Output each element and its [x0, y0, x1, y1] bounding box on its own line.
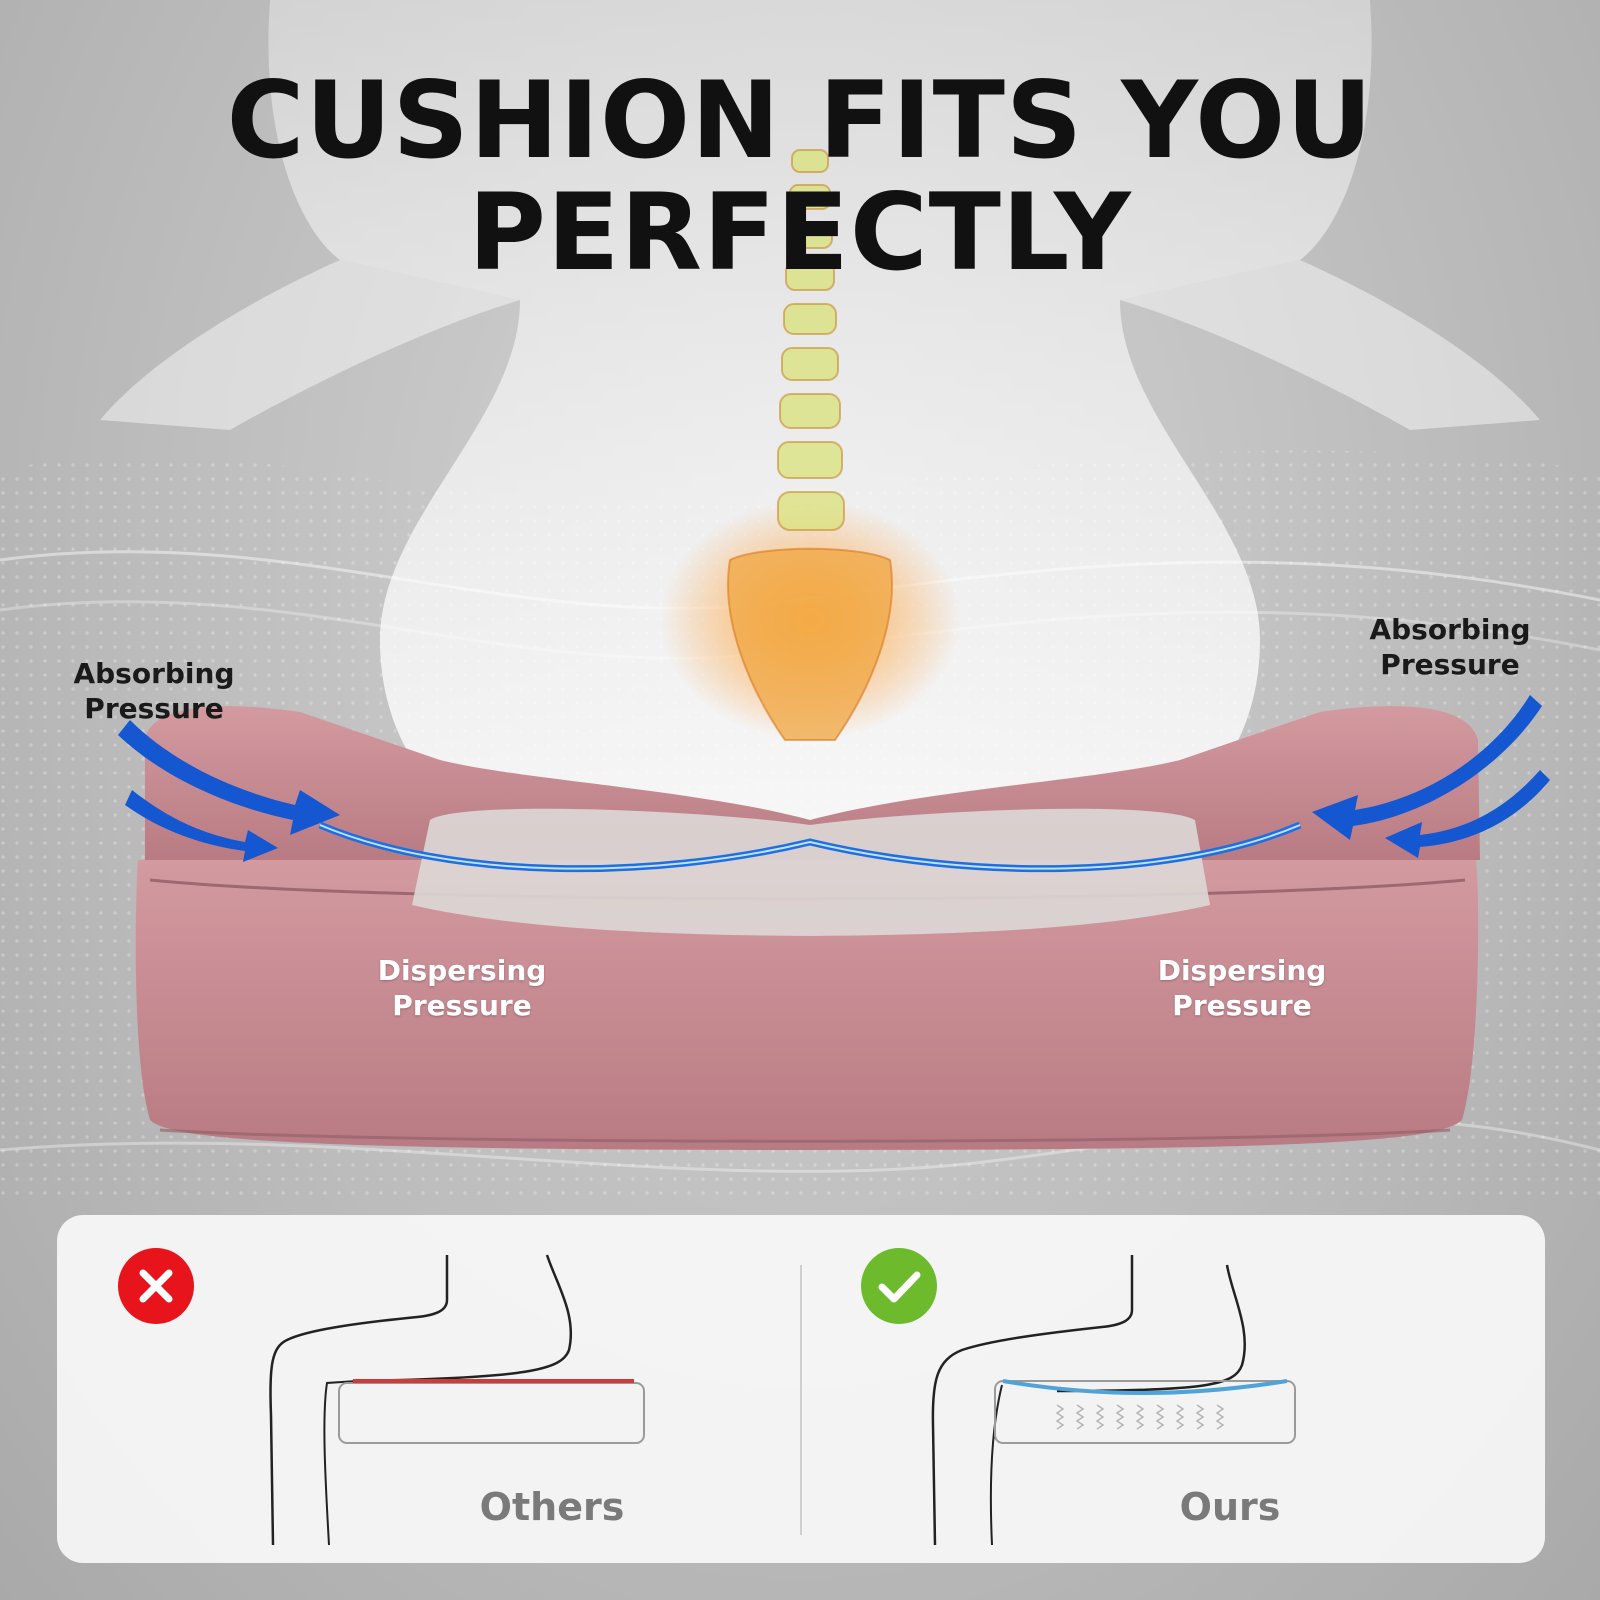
- seat-cushion: [135, 706, 1480, 1150]
- checkmark-icon: [861, 1248, 937, 1324]
- spring-coils: [1055, 1404, 1225, 1430]
- comparison-diagrams: [269, 1254, 1296, 1546]
- callout-line: Dispersing: [377, 954, 547, 987]
- headline-line-1: CUSHION FITS YOU: [226, 59, 1374, 182]
- comparison-panel: Others Ours: [57, 1215, 1545, 1563]
- absorbing-pressure-left-label: Absorbing Pressure: [54, 656, 254, 726]
- callout-line: Pressure: [1380, 648, 1520, 681]
- cross-icon: [118, 1248, 194, 1324]
- dispersing-pressure-left-label: Dispersing Pressure: [352, 953, 572, 1023]
- spine-illustration: [660, 149, 960, 741]
- absorbing-pressure-arrows: [118, 695, 1550, 862]
- callout-line: Absorbing: [1369, 613, 1531, 646]
- others-diagram: [269, 1254, 645, 1546]
- callout-line: Absorbing: [73, 657, 235, 690]
- dispersing-pressure-right-label: Dispersing Pressure: [1132, 953, 1352, 1023]
- callout-line: Pressure: [392, 989, 532, 1022]
- ours-label: Ours: [1179, 1485, 1281, 1529]
- callout-line: Pressure: [1172, 989, 1312, 1022]
- absorbing-pressure-right-label: Absorbing Pressure: [1350, 612, 1550, 682]
- callout-line: Pressure: [84, 692, 224, 725]
- others-label: Others: [479, 1485, 625, 1529]
- headline-line-2: PERFECTLY: [468, 171, 1132, 294]
- ours-diagram: [931, 1255, 1296, 1546]
- callout-line: Dispersing: [1157, 954, 1327, 987]
